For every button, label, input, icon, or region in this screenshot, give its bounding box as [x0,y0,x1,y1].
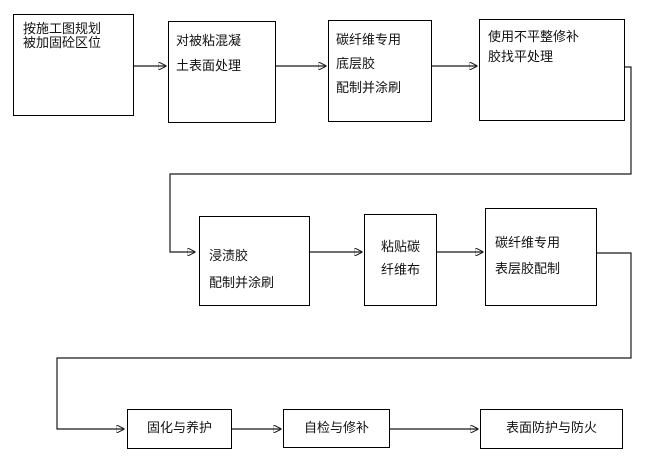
node-curing-and-maintenance[interactable]: 固化与养护 [127,409,232,449]
node-line: 表层胶配制 [495,262,561,277]
node-line: 土表面处理 [176,58,242,74]
node-concrete-surface-treatment[interactable]: 对被粘混凝 土表面处理 [168,21,276,123]
node-line: 配制并涂刷 [209,276,275,291]
node-line: 粘贴碳 [380,240,420,256]
node-plan-reinforcement-area[interactable]: 按施工图规划 被加固砼区位 [13,14,134,116]
node-line: 底层胶 [336,57,376,73]
node-line: 碳纤维专用 [495,236,561,251]
node-self-inspection-and-repair[interactable]: 自检与修补 [283,409,390,448]
node-line: 自检与修补 [303,420,369,436]
node-leveling-putty-repair[interactable]: 使用不平整修补 胶找平处理 [479,19,625,121]
node-surface-protection-and-fireproofing[interactable]: 表面防护与防火 [480,409,623,449]
node-primer-adhesive-mix-and-brush[interactable]: 碳纤维专用 底层胶 配制并涂刷 [328,20,432,122]
node-line: 按施工图规划 [23,22,102,37]
node-line: 表面防护与防火 [505,421,597,437]
node-line: 胶找平处理 [488,50,554,66]
node-line: 浸渍胶 [209,248,249,264]
node-impregnating-adhesive-mix-and-brush[interactable]: 浸渍胶 配制并涂刷 [199,216,310,306]
node-line: 配制并涂刷 [336,81,402,97]
node-line: 碳纤维专用 [336,33,402,48]
node-line: 纤维布 [380,263,420,278]
node-paste-carbon-fiber-cloth[interactable]: 粘贴碳 纤维布 [364,214,437,306]
node-topcoat-adhesive-mix[interactable]: 碳纤维专用 表层胶配制 [485,208,597,306]
node-line: 对被粘混凝 [176,34,242,49]
node-line: 被加固砼区位 [23,35,102,51]
node-line: 固化与养护 [146,421,212,437]
node-line: 使用不平整修补 [488,30,580,45]
